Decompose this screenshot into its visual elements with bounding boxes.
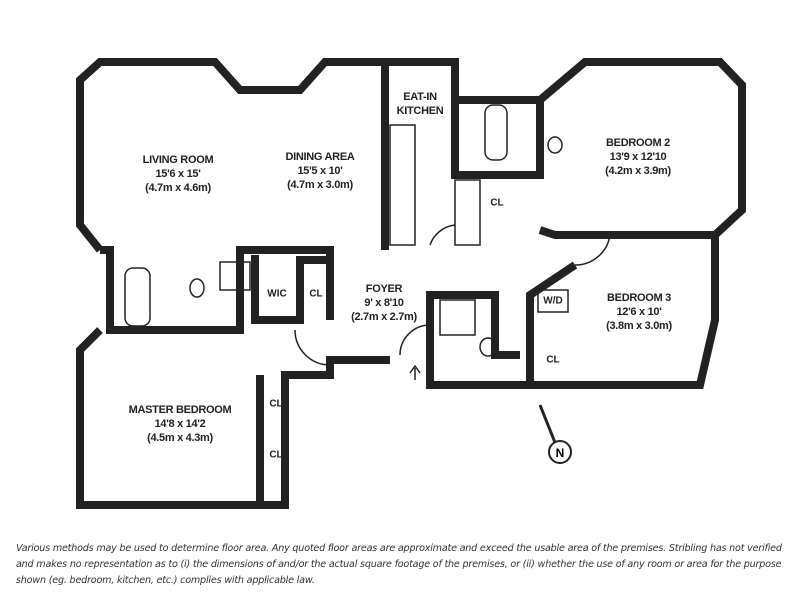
room-name: FOYER: [365, 283, 403, 295]
room-dimensions-ft: 14'8 x 14'2: [154, 418, 206, 430]
compass-label: N: [556, 446, 565, 460]
room-dimensions-m: (2.7m x 2.7m): [351, 311, 417, 323]
room-dimensions-m: (3.8m x 3.0m): [606, 320, 672, 332]
kitchen-counter: [389, 124, 416, 246]
room-kitchen: EAT-IN KITCHEN: [397, 90, 444, 118]
room-dimensions-ft: 12'6 x 10': [616, 306, 662, 318]
closet-wic: WIC: [267, 288, 287, 300]
closet-cl: CL: [309, 288, 323, 300]
disclaimer-text: Various methods may be used to determine…: [16, 543, 782, 586]
bath-wall: [451, 100, 544, 179]
room-dimensions-ft: 13'9 x 12'10: [609, 151, 667, 163]
room-dimensions-ft: 15'5 x 10': [297, 165, 343, 177]
room-foyer: FOYER 9' x 8'10 (2.7m x 2.7m): [351, 282, 417, 324]
room-dimensions-ft: 15'6 x 15': [155, 168, 201, 180]
door-swing: [429, 224, 456, 246]
room-name: EAT-IN: [403, 91, 437, 103]
room-name: KITCHEN: [396, 105, 444, 117]
washer-dryer: [537, 289, 569, 313]
closet-cl: CL: [269, 398, 283, 410]
room-dimensions-m: (4.7m x 3.0m): [287, 179, 353, 191]
shower: [439, 299, 476, 336]
room-name: DINING AREA: [285, 151, 355, 163]
compass-rose: N: [538, 404, 572, 464]
wic-wall: [251, 255, 334, 324]
closet-cl: CL: [546, 354, 560, 366]
room-dimensions-m: (4.5m x 4.3m): [147, 432, 213, 444]
toilet: [547, 136, 563, 154]
room-dimensions-m: (4.7m x 4.6m): [145, 182, 211, 194]
room-name: BEDROOM 3: [607, 292, 671, 304]
room-name: LIVING ROOM: [142, 154, 214, 166]
closet-cl: CL: [269, 449, 283, 461]
bathtub: [484, 104, 508, 161]
room-living: LIVING ROOM 15'6 x 15' (4.7m x 4.6m): [143, 153, 214, 195]
room-dimensions-ft: 9' x 8'10: [364, 297, 404, 309]
bathtub: [124, 267, 151, 327]
room-name: BEDROOM 2: [606, 137, 670, 149]
foyer-wall: [426, 291, 530, 389]
door-swing: [294, 329, 331, 366]
washer-dryer-label: W/D: [543, 295, 563, 307]
kitchen-wall: [385, 58, 746, 239]
room-dimensions-m: (4.2m x 3.9m): [605, 165, 671, 177]
closet-cl: CL: [490, 197, 504, 209]
kitchen-counter: [454, 179, 481, 246]
door-swing: [574, 234, 611, 266]
room-name: MASTER BEDROOM: [128, 404, 232, 416]
door-swing: [399, 324, 431, 356]
room-dining: DINING AREA 15'5 x 10' (4.7m x 3.0m): [285, 150, 354, 192]
entry-arrow: [409, 364, 421, 380]
outer-wall: [76, 58, 389, 253]
toilet: [189, 278, 205, 298]
master-wall: [76, 327, 390, 509]
living-bottom-wall: [100, 246, 334, 334]
room-bedroom3: BEDROOM 3 12'6 x 10' (3.8m x 3.0m): [606, 291, 672, 333]
room-bedroom2: BEDROOM 2 13'9 x 12'10 (4.2m x 3.9m): [605, 136, 671, 178]
shower: [219, 261, 251, 291]
toilet: [479, 337, 497, 357]
room-master-bedroom: MASTER BEDROOM 14'8 x 14'2 (4.5m x 4.3m): [129, 403, 232, 445]
